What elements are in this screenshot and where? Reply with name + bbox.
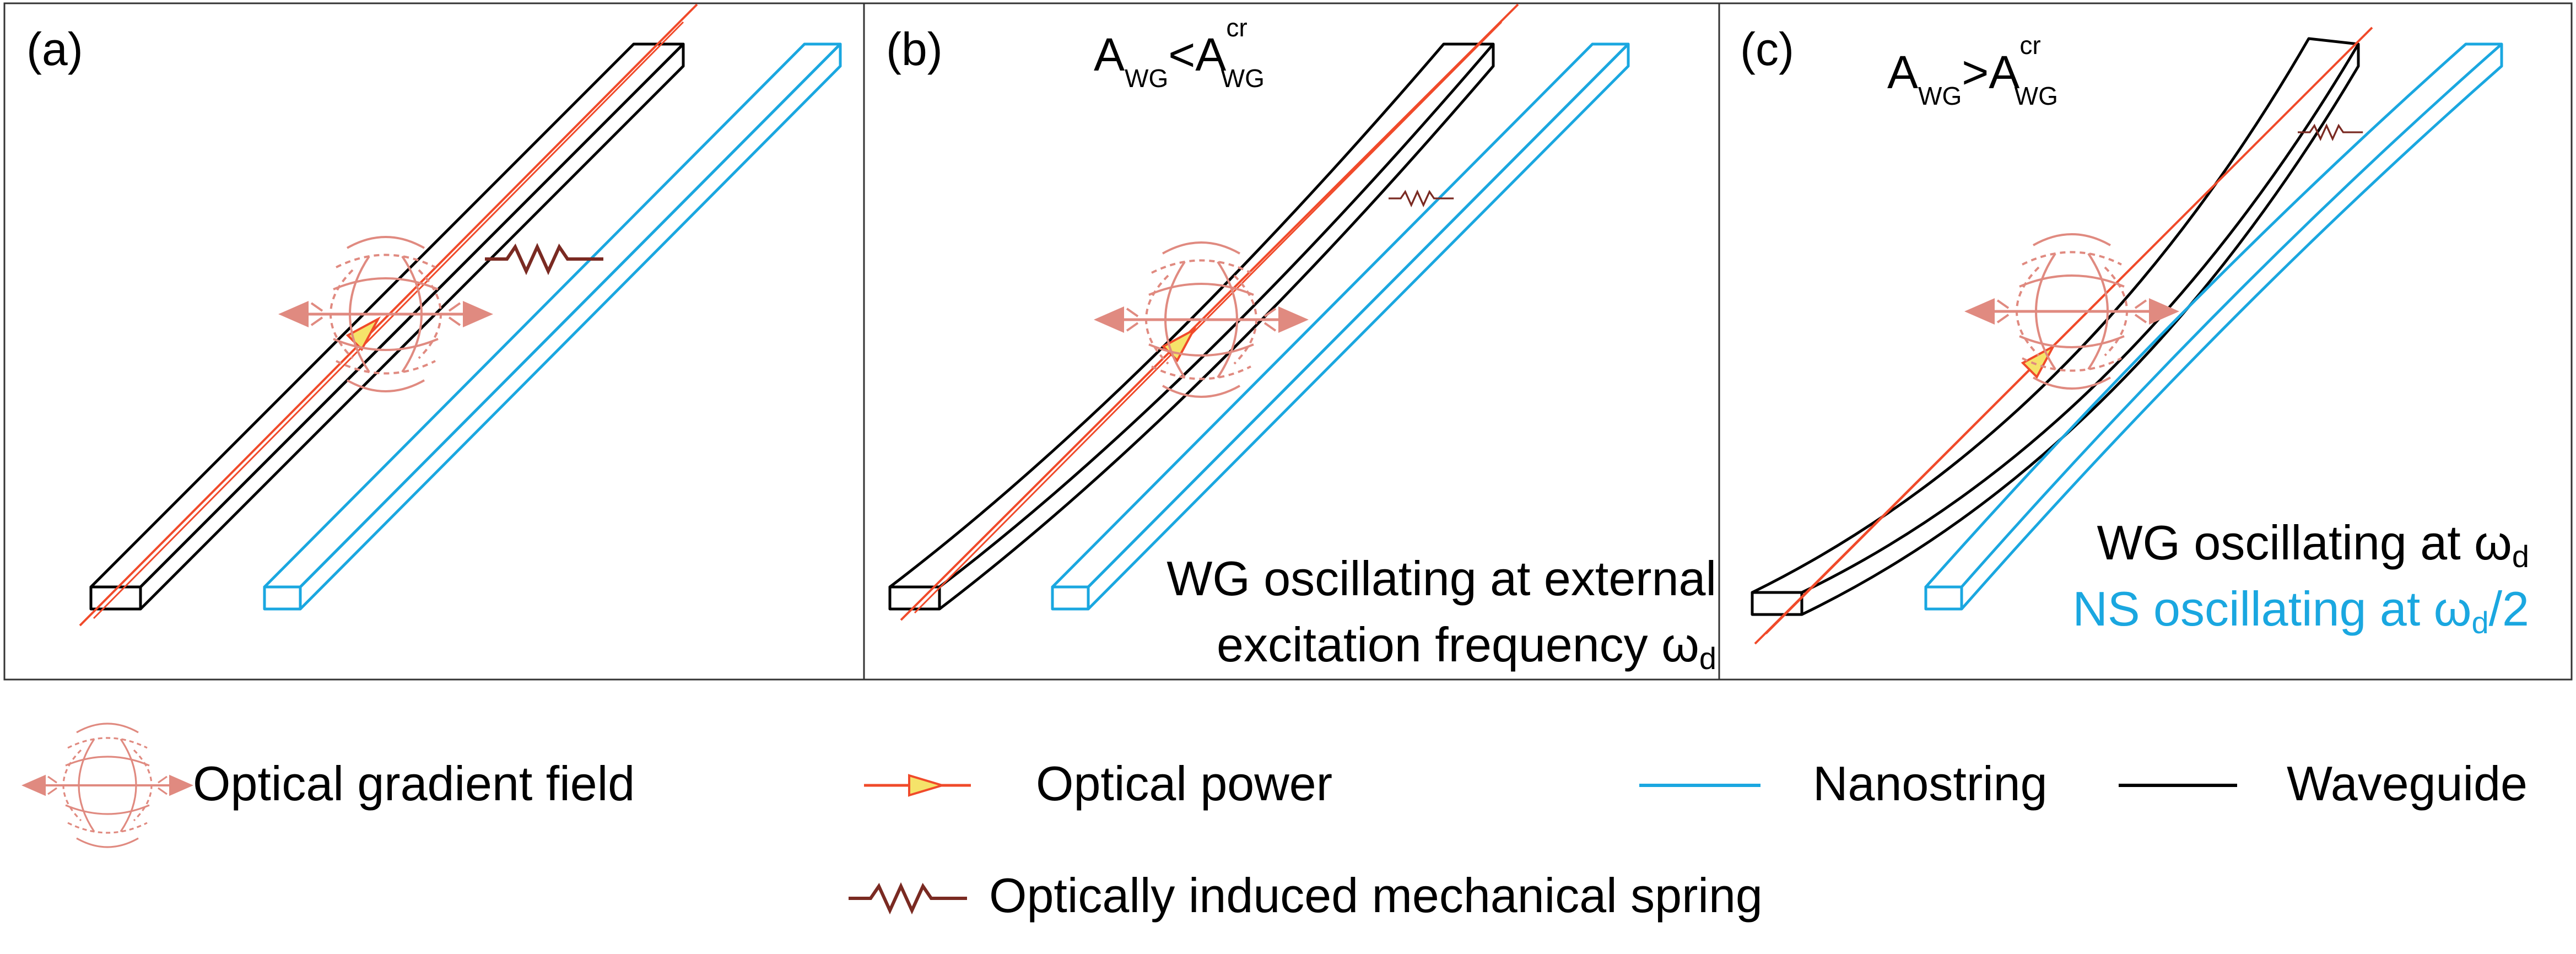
panel-b-gradient-field xyxy=(1094,242,1309,397)
panel-b-caption-line1: WG oscillating at external xyxy=(1167,551,1716,606)
legend-waveguide: Waveguide xyxy=(2119,756,2528,811)
panel-c-nanostring xyxy=(1924,42,2503,611)
legend-spring-icon xyxy=(849,886,967,910)
panel-a-nanostring xyxy=(263,42,842,611)
panel-b-optical-power xyxy=(900,3,1519,621)
legend-optical-power-label: Optical power xyxy=(1036,756,1332,811)
panel-c-label: (c) xyxy=(1740,23,1794,75)
legend-gradient-field-icon xyxy=(21,724,193,847)
panel-b-caption-line2: excitation frequency ωd xyxy=(1217,617,1716,676)
legend-spring-label: Optically induced mechanical spring xyxy=(989,868,1763,923)
panel-c-optical-power xyxy=(1754,26,2373,645)
legend-optical-power: Optical power xyxy=(864,756,1332,811)
legend: Optical gradient field Optical power Nan… xyxy=(21,724,2528,923)
legend-waveguide-label: Waveguide xyxy=(2287,756,2528,811)
panel-a-spring xyxy=(485,247,603,271)
legend-gradient-field-label: Optical gradient field xyxy=(193,756,635,811)
panel-c-frame xyxy=(1718,2,2573,681)
panel-a: (a) xyxy=(26,3,842,627)
legend-nanostring: Nanostring xyxy=(1639,756,2048,811)
panel-b-waveguide xyxy=(888,42,1495,611)
panel-c-caption-line2: NS oscillating at ωd/2 xyxy=(2072,581,2529,640)
panel-frames xyxy=(3,2,2573,681)
legend-optical-power-icon xyxy=(864,774,971,797)
panel-b-label: (b) xyxy=(886,23,943,75)
legend-gradient-field: Optical gradient field xyxy=(21,724,635,847)
panel-b-nanostring xyxy=(1051,42,1630,611)
panel-c-gradient-field xyxy=(1964,234,2179,389)
legend-nanostring-label: Nanostring xyxy=(1813,756,2048,811)
panel-c-waveguide xyxy=(1751,37,2360,616)
legend-spring: Optically induced mechanical spring xyxy=(849,868,1763,923)
panel-c-caption-line1: WG oscillating at ωd xyxy=(2097,515,2529,574)
panel-a-label: (a) xyxy=(26,23,83,75)
